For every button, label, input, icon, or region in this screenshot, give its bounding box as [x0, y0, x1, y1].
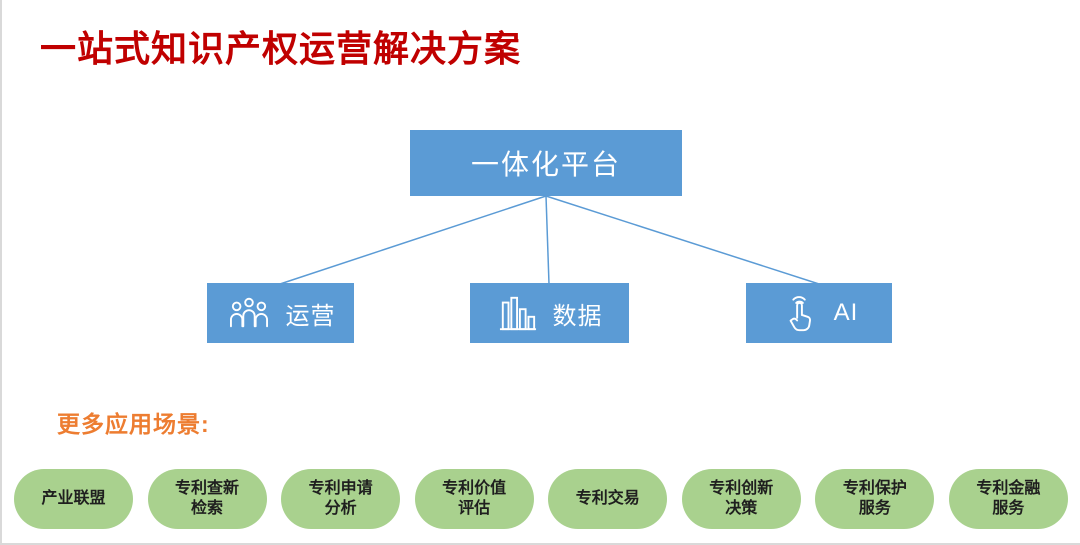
scenario-pill: 专利金融 服务 [948, 469, 1068, 529]
diagram-root-node: 一体化平台 [410, 130, 682, 196]
diagram-node-ai: AI [746, 283, 892, 343]
scenario-pill: 专利价值 评估 [414, 469, 534, 529]
scenario-pill: 专利保护 服务 [815, 469, 935, 529]
diagram-node-data: 数据 [470, 283, 629, 343]
scenario-pill: 产业联盟 [14, 469, 133, 529]
root-node-label: 一体化平台 [470, 149, 621, 180]
scenario-pill: 专利查新 检索 [147, 469, 267, 529]
scenarios-heading: 更多应用场景: [57, 411, 210, 437]
scenario-pills: 产业联盟 专利查新 检索 专利申请 分析 专利价值 评估 专利交易 专利创新 决… [14, 469, 1068, 529]
scenario-pill: 专利申请 分析 [281, 469, 401, 529]
bar-chart-icon [497, 294, 539, 332]
scenario-pill: 专利交易 [548, 469, 668, 529]
diagram-node-operations: 运营 [207, 283, 354, 343]
node-label: AI [833, 299, 859, 326]
people-icon [226, 294, 272, 332]
node-label: 数据 [552, 302, 603, 330]
scenario-pill: 专利创新 决策 [681, 469, 801, 529]
node-label: 运营 [285, 302, 336, 330]
touch-icon [780, 292, 820, 334]
page-title: 一站式知识产权运营解决方案 [40, 28, 522, 69]
